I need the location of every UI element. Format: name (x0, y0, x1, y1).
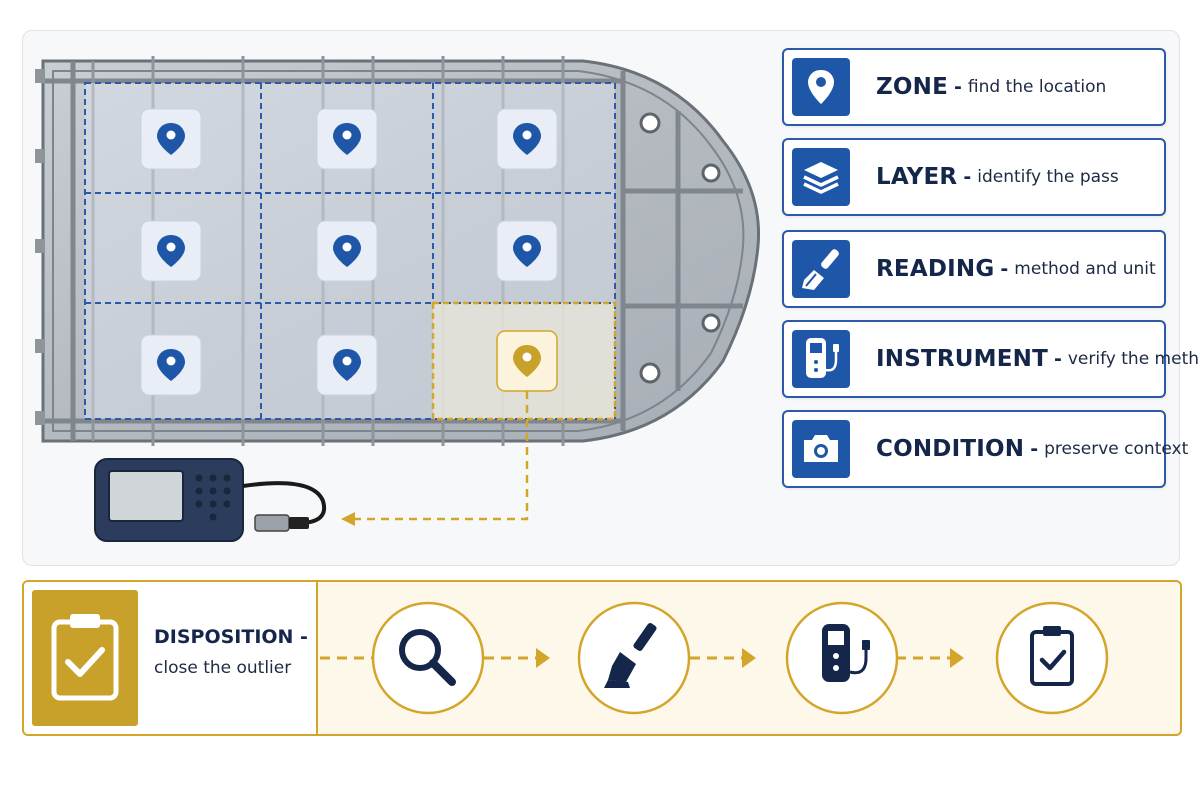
step-separator: - (1000, 258, 1009, 280)
step-title: INSTRUMENT (876, 346, 1048, 372)
step-card-layer: LAYER - identify the pass (782, 138, 1166, 216)
zone-pin-r3c2 (316, 334, 378, 396)
gauge-instrument-icon (785, 601, 899, 715)
zone-pin-r1c2 (316, 108, 378, 170)
step-description: identify the pass (977, 167, 1119, 187)
zone-pin-r2c1 (140, 220, 202, 282)
gauge-instrument-icon (792, 330, 850, 388)
flow-arrowheads (536, 648, 964, 668)
plate-inner-rim (52, 70, 745, 432)
step-title: ZONE (876, 74, 948, 100)
step-card-reading: READING - method and unit (782, 230, 1166, 308)
paintbrush-icon (792, 240, 850, 298)
clipboard-check-icon (32, 590, 138, 726)
step-description: verify the method (1067, 349, 1200, 369)
step-separator: - (963, 166, 972, 188)
zone-pin-r2c2 (316, 220, 378, 282)
steel-plate-diagram (35, 56, 761, 542)
bolt-holes (639, 112, 721, 384)
edge-tabs (35, 69, 45, 425)
disposition-description: close the outlier (154, 658, 292, 678)
step-card-zone: ZONE - find the location (782, 48, 1166, 126)
zone-pin-r3c1 (140, 334, 202, 396)
handheld-gauge (94, 458, 326, 542)
zone-pin-highlighted (496, 330, 558, 392)
leader-arrowhead (341, 512, 355, 526)
zone-pin-r1c1 (140, 108, 202, 170)
step-card-instrument: INSTRUMENT - verify the method (782, 320, 1200, 398)
paintbrush-icon (577, 601, 691, 715)
step-description: find the location (967, 77, 1107, 97)
disposition-box: DISPOSITION - close the outlier (24, 582, 318, 734)
step-card-condition: CONDITION - preserve context (782, 410, 1188, 488)
step-title: CONDITION (876, 436, 1025, 462)
camera-icon (792, 420, 850, 478)
magnifier-icon (371, 601, 485, 715)
zone-pin-r1c3 (496, 108, 558, 170)
disposition-title: DISPOSITION - (154, 626, 308, 648)
disposition-flow (320, 601, 1109, 715)
layers-icon (792, 148, 850, 206)
clipboard-check-icon (995, 601, 1109, 715)
step-separator: - (954, 76, 962, 98)
disposition-panel: DISPOSITION - close the outlier (22, 580, 1182, 736)
step-separator: - (1053, 348, 1062, 370)
step-description: method and unit (1014, 259, 1156, 279)
location-pin-icon (792, 58, 850, 116)
zone-pin-r2c3 (496, 220, 558, 282)
step-title: READING (876, 256, 995, 282)
step-separator: - (1030, 438, 1039, 460)
step-description: preserve context (1044, 439, 1189, 459)
step-title: LAYER (876, 164, 958, 190)
leader-line (353, 391, 529, 521)
